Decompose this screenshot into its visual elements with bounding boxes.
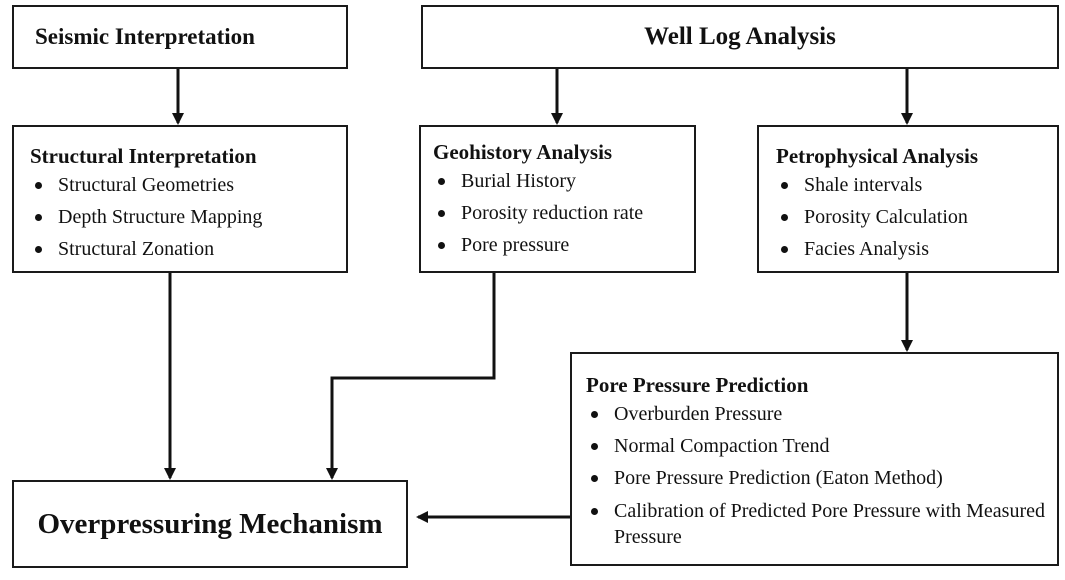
pore-pressure-prediction-list: Overburden Pressure Normal Compaction Tr… (586, 398, 1054, 550)
overpressuring-mechanism-title: Overpressuring Mechanism (37, 507, 383, 540)
list-item: Normal Compaction Trend (586, 430, 1054, 462)
petrophysical-analysis-title: Petrophysical Analysis (776, 144, 979, 168)
list-item: Pore pressure (433, 229, 694, 261)
list-item: Depth Structure Mapping (30, 201, 346, 233)
structural-interpretation-box: Structural Interpretation Structural Geo… (12, 125, 348, 273)
list-item: Porosity Calculation (776, 201, 1057, 233)
structural-interpretation-title: Structural Interpretation (30, 144, 257, 168)
list-item: Overburden Pressure (586, 398, 1054, 430)
list-item: Pore Pressure Prediction (Eaton Method) (586, 462, 1054, 494)
petrophysical-analysis-box: Petrophysical Analysis Shale intervals P… (757, 125, 1059, 273)
seismic-interpretation-box: Seismic Interpretation (12, 5, 348, 69)
geohistory-analysis-list: Burial History Porosity reduction rate P… (433, 165, 694, 261)
overpressuring-mechanism-box: Overpressuring Mechanism (12, 480, 408, 568)
arrow-geohistory-to-overpressuring (326, 273, 496, 480)
structural-interpretation-list: Structural Geometries Depth Structure Ma… (30, 169, 346, 265)
geohistory-analysis-box: Geohistory Analysis Burial History Poros… (419, 125, 696, 273)
list-item: Burial History (433, 165, 694, 197)
geohistory-analysis-title: Geohistory Analysis (433, 140, 613, 164)
well-log-analysis-box: Well Log Analysis (421, 5, 1059, 69)
list-item: Structural Geometries (30, 169, 346, 201)
pore-pressure-prediction-box: Pore Pressure Prediction Overburden Pres… (570, 352, 1059, 566)
list-item: Calibration of Predicted Pore Pressure w… (586, 498, 1054, 550)
list-item: Structural Zonation (30, 233, 346, 265)
pore-pressure-prediction-title: Pore Pressure Prediction (586, 373, 809, 397)
list-item: Porosity reduction rate (433, 197, 694, 229)
seismic-interpretation-title: Seismic Interpretation (35, 24, 255, 49)
list-item: Facies Analysis (776, 233, 1057, 265)
well-log-analysis-title: Well Log Analysis (644, 23, 836, 50)
petrophysical-analysis-list: Shale intervals Porosity Calculation Fac… (776, 169, 1057, 265)
list-item: Shale intervals (776, 169, 1057, 201)
